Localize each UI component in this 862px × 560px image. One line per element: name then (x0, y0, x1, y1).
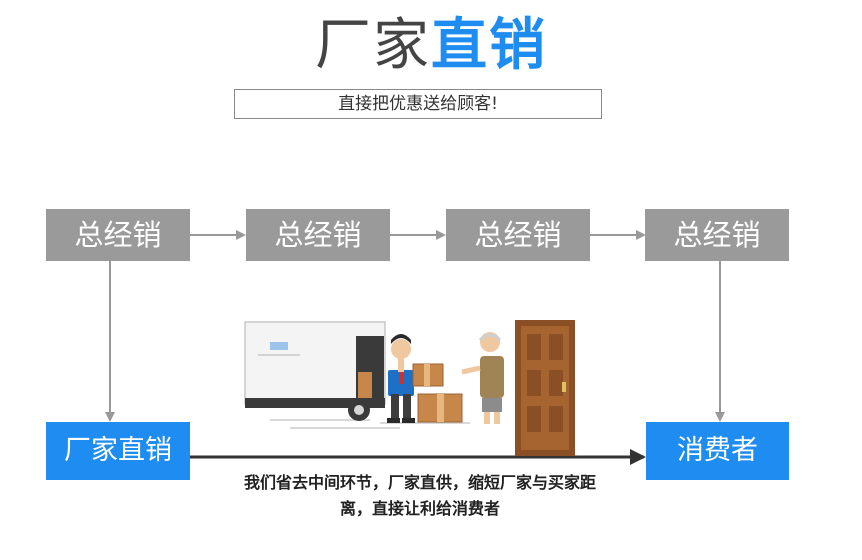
caption-line-2: 离，直接让利给消费者 (339, 499, 500, 518)
truck-icon (244, 321, 386, 421)
title-part-2: 直销 (431, 13, 547, 78)
caption-text: 我们省去中间环节，厂家直供，缩短厂家与买家距 离，直接让利给消费者 (196, 470, 644, 522)
door-icon (515, 320, 575, 456)
distributor-box-4: 总经销 (645, 209, 789, 261)
page-title: 厂家直销 (0, 8, 862, 84)
subtitle-box: 直接把优惠送给顾客! (234, 89, 602, 119)
distributor-box-1: 总经销 (46, 209, 190, 261)
factory-direct-box: 厂家直销 (46, 422, 190, 480)
customer-icon (461, 332, 504, 424)
consumer-box: 消费者 (646, 422, 789, 480)
caption-line-1: 我们省去中间环节，厂家直供，缩短厂家与买家距 (243, 473, 596, 492)
distributor-box-3: 总经销 (446, 209, 590, 261)
title-part-1: 厂家 (315, 13, 431, 78)
distributor-box-2: 总经销 (246, 209, 390, 261)
package-boxes-icon (412, 363, 463, 423)
delivery-man-icon (387, 334, 415, 423)
